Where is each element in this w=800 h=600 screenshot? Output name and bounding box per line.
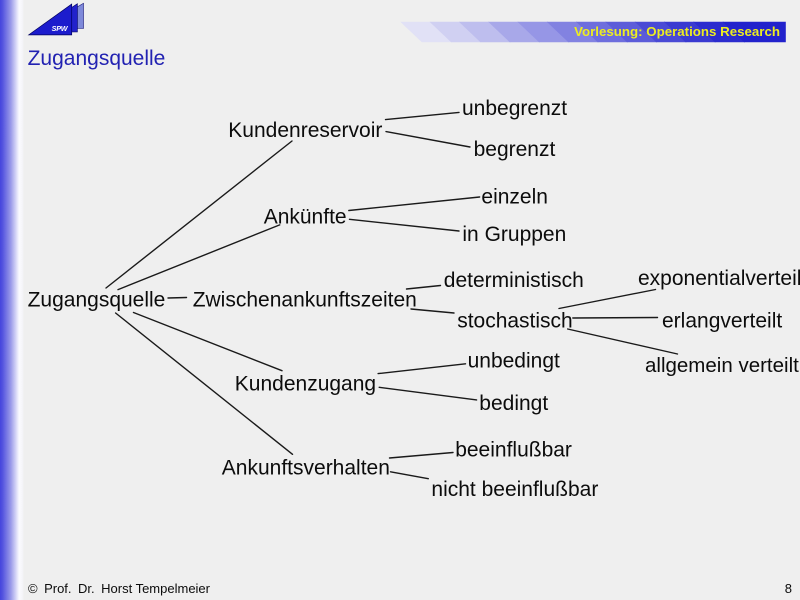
svg-text:© Prof. Dr. Horst Tempelmeier: © Prof. Dr. Horst Tempelmeier <box>28 581 211 596</box>
svg-text:deterministisch: deterministisch <box>444 269 584 292</box>
svg-text:Ankunftsverhalten: Ankunftsverhalten <box>222 456 390 479</box>
svg-text:beeinflußbar: beeinflußbar <box>455 439 572 462</box>
svg-text:unbegrenzt: unbegrenzt <box>462 97 567 120</box>
svg-text:nicht beeinflußbar: nicht beeinflußbar <box>431 478 598 501</box>
svg-text:Kundenreservoir: Kundenreservoir <box>228 119 382 142</box>
svg-text:Zwischenankunftszeiten: Zwischenankunftszeiten <box>193 288 417 311</box>
svg-text:Kundenzugang: Kundenzugang <box>235 373 376 396</box>
svg-text:Zugangsquelle: Zugangsquelle <box>28 289 166 312</box>
svg-text:allgemein verteilt: allgemein verteilt <box>645 354 799 377</box>
svg-text:Zugangsquelle: Zugangsquelle <box>28 47 166 70</box>
svg-text:bedingt: bedingt <box>479 392 548 415</box>
svg-text:in Gruppen: in Gruppen <box>462 223 566 246</box>
svg-text:begrenzt: begrenzt <box>474 138 556 161</box>
svg-text:stochastisch: stochastisch <box>457 309 573 332</box>
svg-text:exponentialverteilt: exponentialverteilt <box>638 267 800 290</box>
svg-text:SPW: SPW <box>52 24 69 33</box>
svg-text:Ankünfte: Ankünfte <box>264 206 347 229</box>
svg-text:erlangverteilt: erlangverteilt <box>662 310 782 333</box>
svg-text:einzeln: einzeln <box>481 186 548 209</box>
svg-text:8: 8 <box>785 581 792 596</box>
svg-text:Vorlesung: Operations Research: Vorlesung: Operations Research <box>574 24 780 39</box>
svg-text:unbedingt: unbedingt <box>468 350 560 373</box>
